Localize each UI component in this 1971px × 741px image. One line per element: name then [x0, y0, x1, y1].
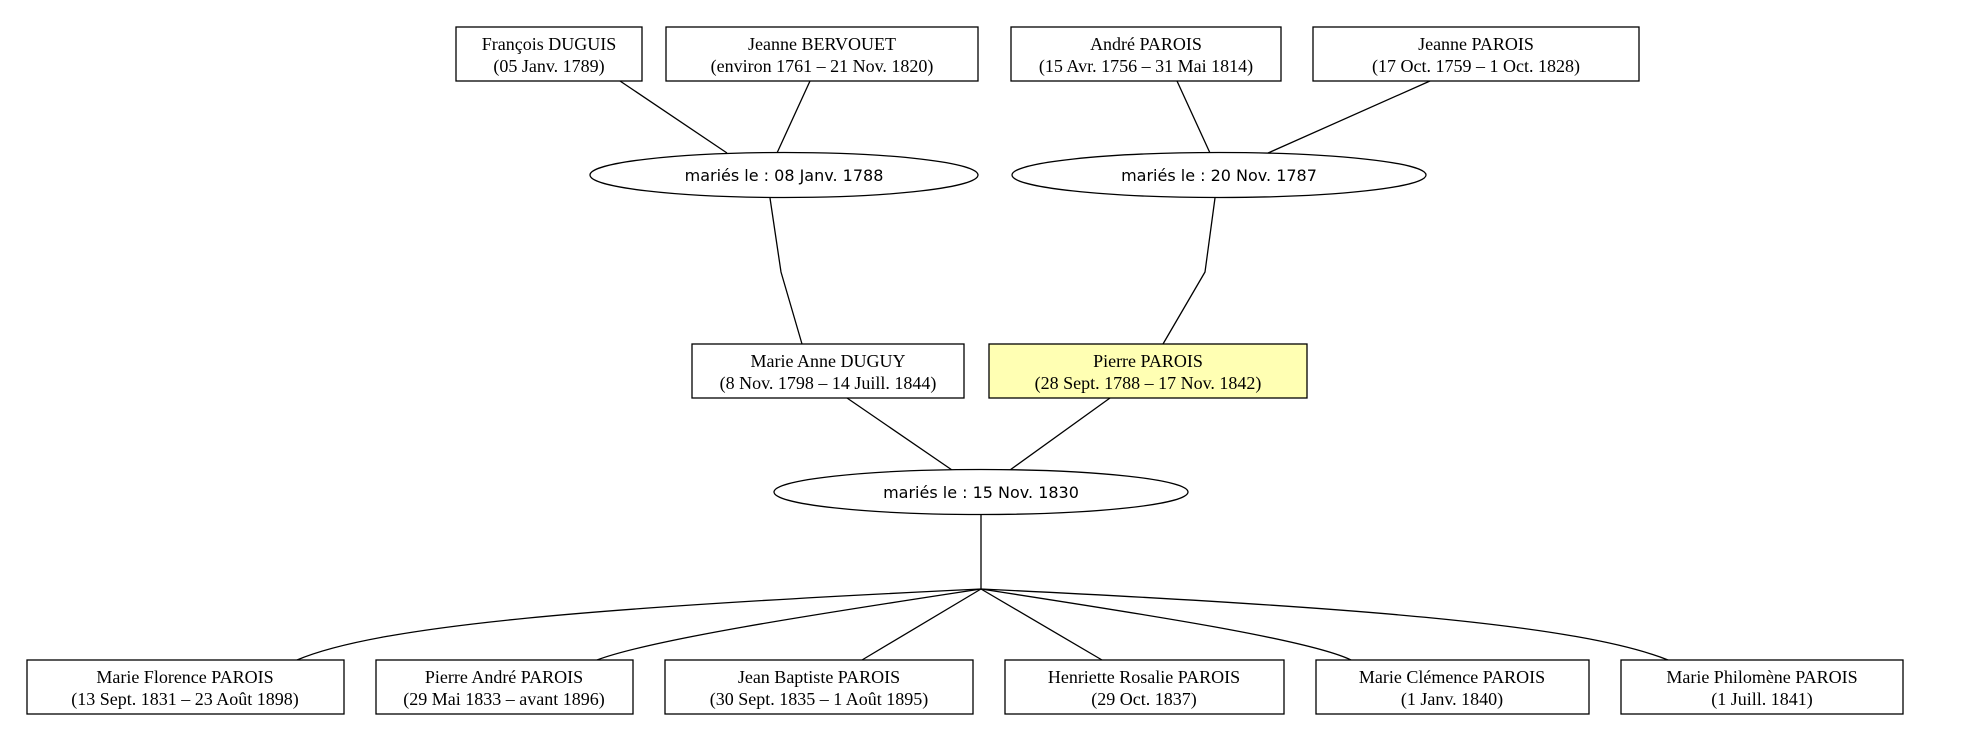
union-2[interactable]: mariés le : 20 Nov. 1787 — [1011, 151, 1427, 199]
person-andre-parois[interactable]: André PAROIS (15 Avr. 1756 – 31 Mai 1814… — [1010, 26, 1282, 82]
person-francois-duguis[interactable]: François DUGUIS (05 Janv. 1789) — [455, 26, 643, 82]
edge-hub-child-3 — [861, 588, 982, 661]
person-dates: (17 Oct. 1759 – 1 Oct. 1828) — [1372, 56, 1580, 77]
person-name: Henriette Rosalie PAROIS — [1048, 667, 1240, 687]
edge-jeanne-b-union1 — [776, 80, 811, 154]
person-name: André PAROIS — [1090, 34, 1202, 54]
person-jeanne-parois[interactable]: Jeanne PAROIS (17 Oct. 1759 – 1 Oct. 182… — [1312, 26, 1640, 82]
edge-pierre-union3 — [1009, 397, 1111, 471]
child-pierre-andre-parois[interactable]: Pierre André PAROIS (29 Mai 1833 – avant… — [375, 659, 634, 715]
edge-union1-marie-anne — [769, 197, 803, 345]
edge-andre-union2 — [1176, 80, 1211, 154]
person-dates: (1 Juill. 1841) — [1711, 689, 1813, 710]
person-jeanne-bervouet[interactable]: Jeanne BERVOUET (environ 1761 – 21 Nov. … — [665, 26, 979, 82]
person-dates: (1 Janv. 1840) — [1401, 689, 1503, 710]
person-dates: (environ 1761 – 21 Nov. 1820) — [711, 56, 934, 77]
union-label: mariés le : 15 Nov. 1830 — [883, 483, 1079, 502]
person-name: Pierre PAROIS — [1093, 351, 1203, 371]
edge-hub-child-6 — [980, 588, 1669, 661]
child-marie-florence-parois[interactable]: Marie Florence PAROIS (13 Sept. 1831 – 2… — [26, 659, 345, 715]
union-label: mariés le : 08 Janv. 1788 — [685, 166, 884, 185]
person-dates: (29 Oct. 1837) — [1091, 689, 1196, 710]
person-dates: (05 Janv. 1789) — [493, 56, 604, 77]
person-name: Marie Philomène PAROIS — [1666, 667, 1857, 687]
edge-union2-pierre — [1162, 197, 1216, 345]
person-pierre-parois-highlighted[interactable]: Pierre PAROIS (28 Sept. 1788 – 17 Nov. 1… — [988, 343, 1308, 399]
child-marie-philomene-parois[interactable]: Marie Philomène PAROIS (1 Juill. 1841) — [1620, 659, 1904, 715]
tree-edges — [296, 80, 1669, 661]
person-name: Jeanne PAROIS — [1418, 34, 1534, 54]
edge-hub-child-4 — [980, 588, 1103, 661]
edge-hub-child-5 — [980, 588, 1352, 661]
person-name: Marie Florence PAROIS — [96, 667, 273, 687]
child-jean-baptiste-parois[interactable]: Jean Baptiste PAROIS (30 Sept. 1835 – 1 … — [664, 659, 974, 715]
person-dates: (28 Sept. 1788 – 17 Nov. 1842) — [1035, 373, 1262, 394]
person-dates: (15 Avr. 1756 – 31 Mai 1814) — [1039, 56, 1253, 77]
edge-francois-union1 — [619, 80, 728, 154]
edge-hub-child-2 — [596, 588, 982, 661]
child-marie-clemence-parois[interactable]: Marie Clémence PAROIS (1 Janv. 1840) — [1315, 659, 1590, 715]
person-name: Jean Baptiste PAROIS — [738, 667, 900, 687]
person-name: Marie Clémence PAROIS — [1359, 667, 1545, 687]
edge-jeanne-p-union2 — [1267, 80, 1431, 154]
person-name: Marie Anne DUGUY — [751, 351, 906, 371]
edge-hub-child-1 — [296, 588, 982, 661]
person-dates: (13 Sept. 1831 – 23 Août 1898) — [71, 689, 299, 710]
person-name: François DUGUIS — [482, 34, 617, 54]
union-1[interactable]: mariés le : 08 Janv. 1788 — [589, 151, 979, 199]
person-dates: (29 Mai 1833 – avant 1896) — [403, 689, 604, 710]
person-name: Pierre André PAROIS — [425, 667, 583, 687]
person-name: Jeanne BERVOUET — [748, 34, 896, 54]
edge-marie-anne-union3 — [846, 397, 953, 471]
child-henriette-rosalie-parois[interactable]: Henriette Rosalie PAROIS (29 Oct. 1837) — [1004, 659, 1285, 715]
person-marie-anne-duguy[interactable]: Marie Anne DUGUY (8 Nov. 1798 – 14 Juill… — [691, 343, 965, 399]
person-dates: (30 Sept. 1835 – 1 Août 1895) — [710, 689, 929, 710]
person-dates: (8 Nov. 1798 – 14 Juill. 1844) — [720, 373, 937, 394]
union-label: mariés le : 20 Nov. 1787 — [1121, 166, 1317, 185]
union-3[interactable]: mariés le : 15 Nov. 1830 — [773, 468, 1189, 516]
